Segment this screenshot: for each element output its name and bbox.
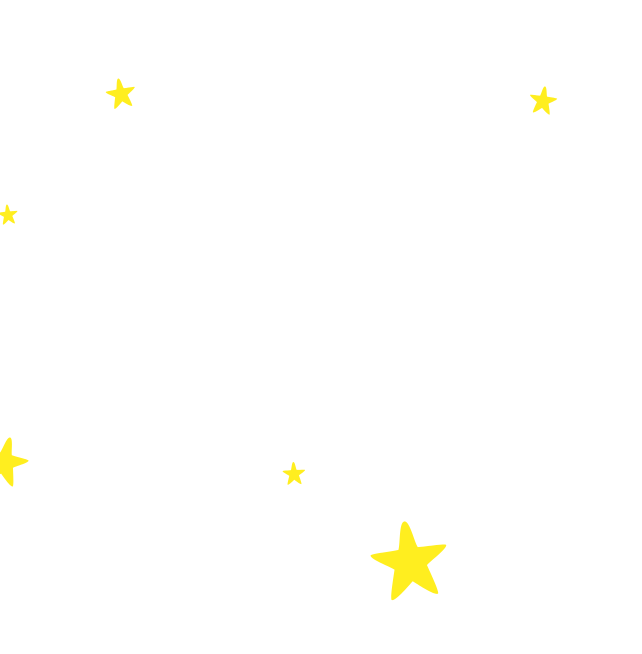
star-icon [0,431,33,489]
star-icon [527,84,559,116]
star-icon [103,75,138,110]
star-icon [282,461,306,486]
star-icon [366,516,453,603]
star-icon [0,203,19,226]
